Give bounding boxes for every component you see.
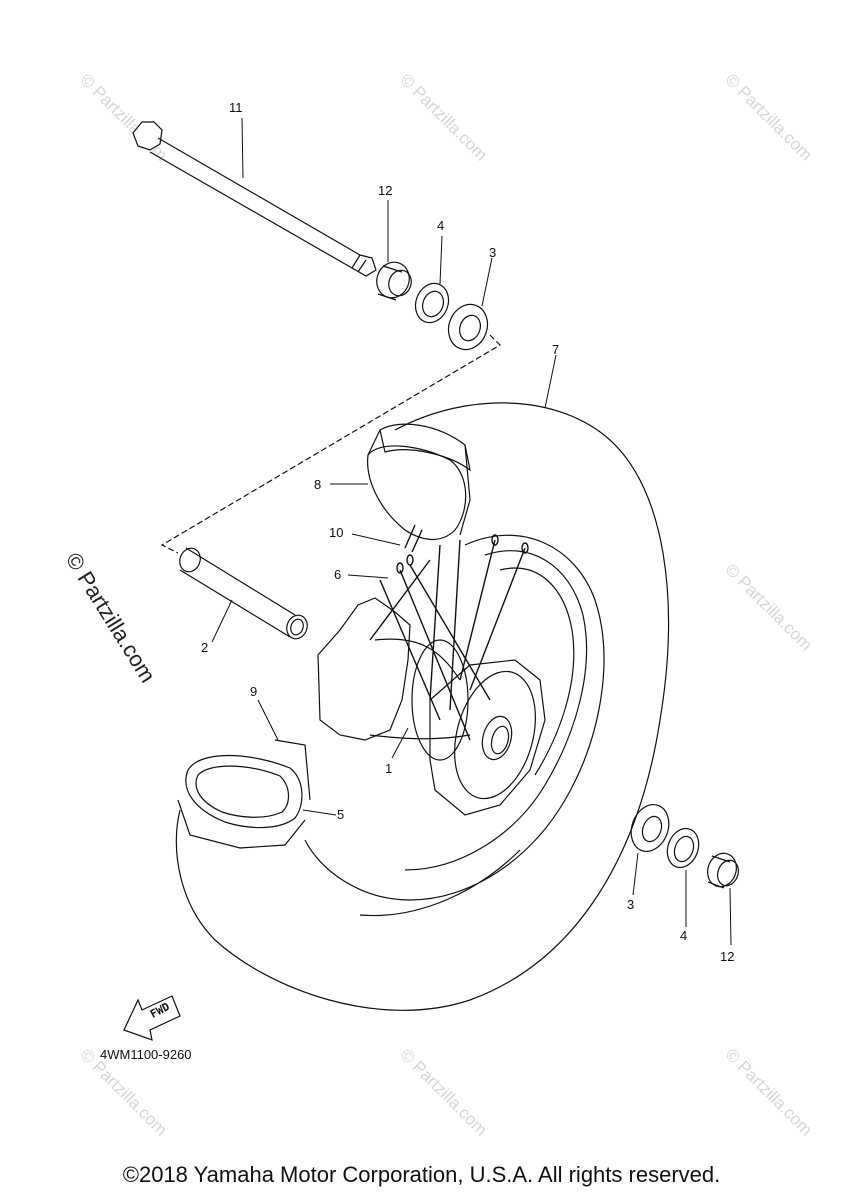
callout-8: 8: [314, 477, 322, 492]
callout-4-bottom: 4: [680, 928, 688, 943]
callout-2: 2: [201, 640, 209, 655]
callout-3-bottom: 3: [627, 897, 635, 912]
callout-6: 6: [334, 567, 342, 582]
diagram-code: 4WM1100-9260: [100, 1047, 192, 1062]
callout-7: 7: [552, 342, 560, 357]
copyright-notice: ©2018 Yamaha Motor Corporation, U.S.A. A…: [122, 1162, 721, 1187]
callout-9: 9: [250, 684, 258, 699]
assembly-line: [160, 334, 501, 554]
spacer-part: [179, 547, 308, 640]
hub-part: [317, 597, 546, 816]
rim-band-part: [367, 423, 471, 540]
spokes-part: [369, 524, 529, 741]
callout-12-bottom: 12: [720, 949, 735, 964]
axle-part: [132, 121, 377, 277]
bearing-part: [447, 303, 489, 351]
callout-1: 1: [385, 761, 393, 776]
callout-12-top: 12: [378, 183, 393, 198]
fwd-arrow-icon: [123, 995, 181, 1041]
callout-4-top: 4: [437, 218, 445, 233]
oil-seal-part: [414, 282, 450, 324]
tire-part: [175, 402, 670, 1011]
oil-seal-part-bottom: [666, 827, 700, 869]
collar-part: [376, 261, 412, 301]
callout-10: 10: [329, 525, 344, 540]
callout-3-top: 3: [489, 245, 497, 260]
rim-band-part-left: [177, 739, 311, 849]
callout-5: 5: [337, 807, 345, 822]
leader-lines: [211, 117, 732, 946]
bearing-part-bottom: [630, 804, 670, 852]
collar-part-bottom: [707, 852, 739, 889]
callout-11: 11: [229, 100, 243, 115]
